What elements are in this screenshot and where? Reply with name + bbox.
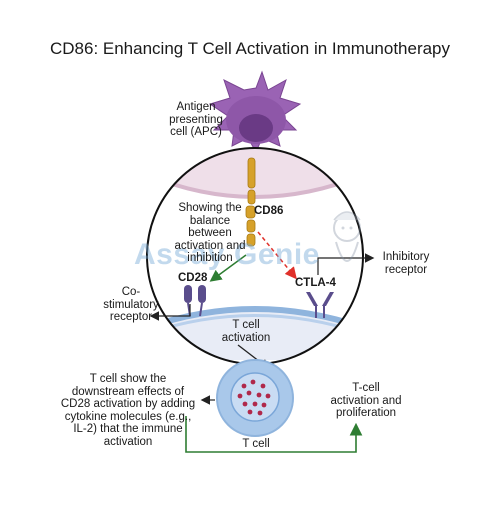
inhibitory-receptor-label: Inhibitory receptor <box>382 251 430 276</box>
cytokine-dots <box>237 379 271 416</box>
watermark-text-genie: Genie <box>234 238 320 271</box>
watermark-text-assay: Assay <box>134 238 225 271</box>
costim-connector <box>149 304 191 321</box>
ctla4-label: CTLA-4 <box>295 277 336 289</box>
tcell-label: T cell <box>242 438 270 450</box>
inhibition-arrow <box>257 231 297 280</box>
apc-nucleus <box>239 114 273 142</box>
proliferation-label: T-cell activation and proliferation <box>330 382 402 419</box>
tcell-activation-label: T cell activation <box>221 319 271 344</box>
tcell <box>216 359 294 437</box>
watermark-mascot <box>333 211 361 262</box>
page-title: CD86: Enhancing T Cell Activation in Imm… <box>49 39 451 58</box>
balance-label: Showing the balance between activation a… <box>174 202 246 264</box>
cd86-molecule <box>245 157 256 247</box>
costimulatory-receptor-label: Co-stimulatory receptor <box>103 286 159 323</box>
inhibitory-connector <box>317 253 375 275</box>
cd86-label: CD86 <box>254 205 284 217</box>
activation-arrow <box>209 254 247 282</box>
cd28-label: CD28 <box>178 272 208 284</box>
proliferation-arrow <box>185 416 363 453</box>
apc-cell <box>208 70 302 154</box>
downstream-label: T cell show the downstream effects of CD… <box>60 373 196 448</box>
cd28-receptor <box>184 285 206 317</box>
ctla4-receptor <box>306 292 334 318</box>
apc-label: Antigen presenting cell (APC) <box>169 101 223 138</box>
